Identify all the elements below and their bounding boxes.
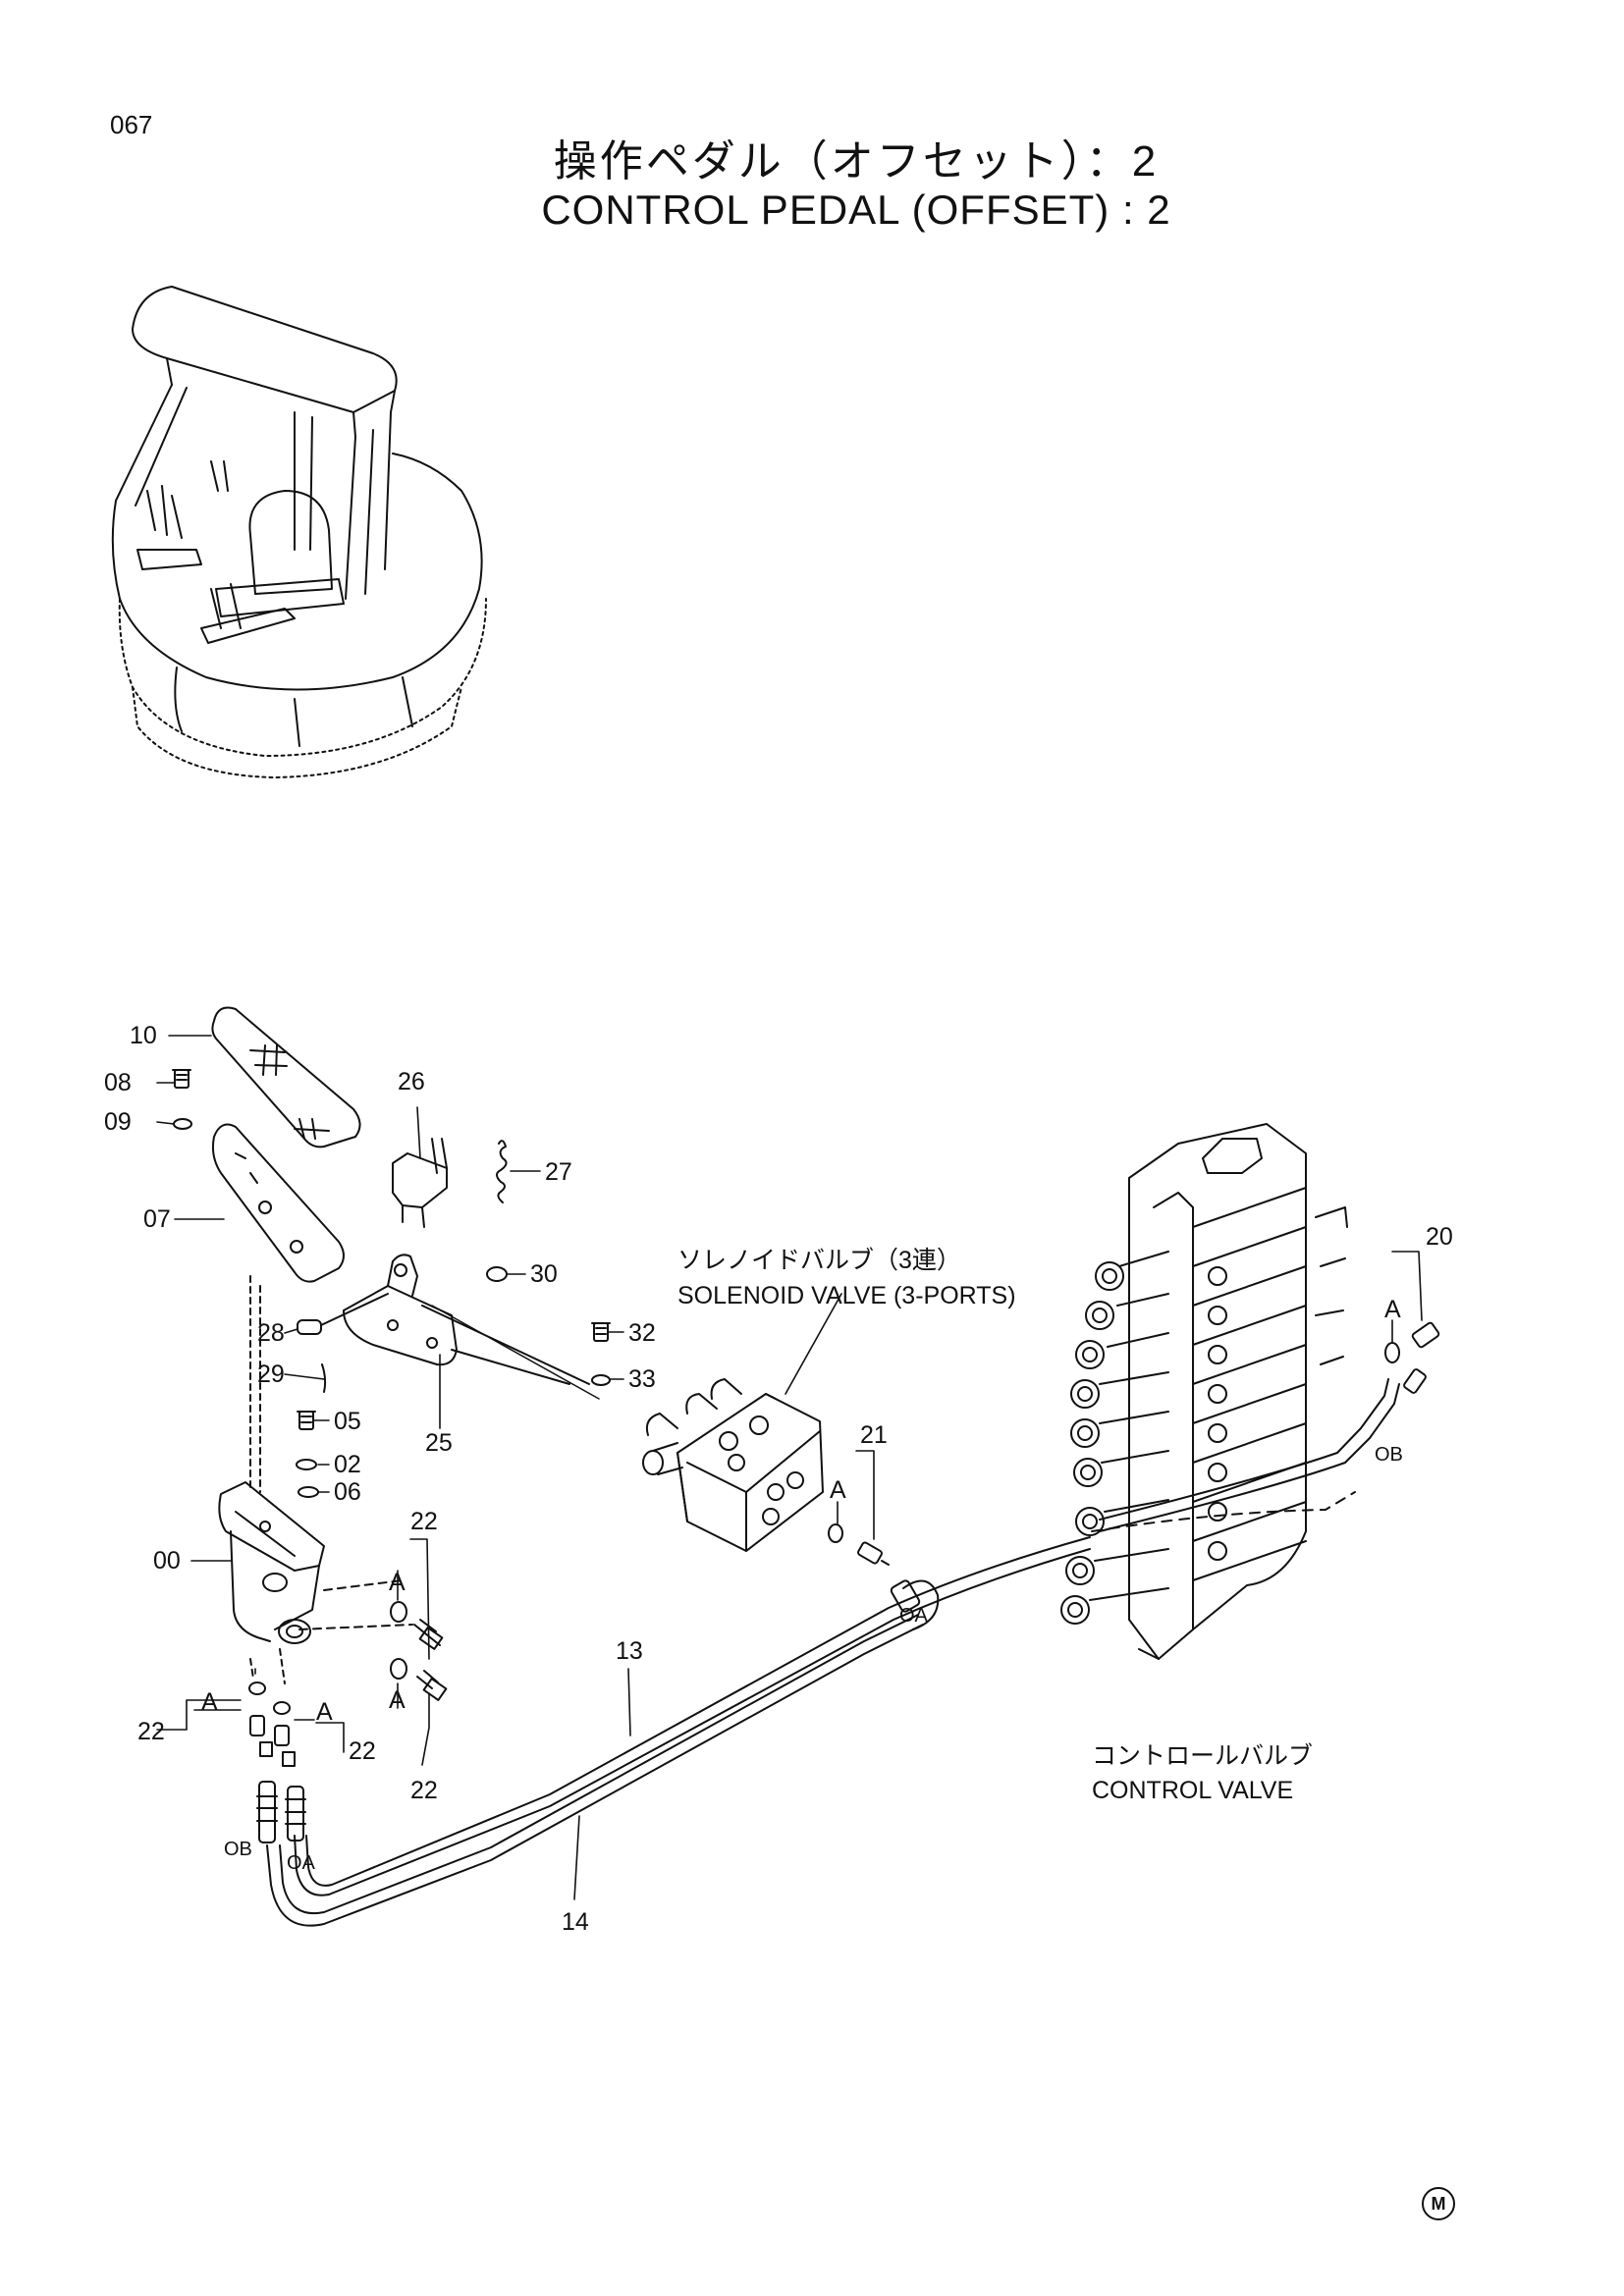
control-valve-label-en: CONTROL VALVE xyxy=(1092,1777,1293,1804)
solenoid-valve-illustration xyxy=(642,1378,890,1566)
solenoid-valve-label-jp: ソレノイドバルブ（3連） xyxy=(677,1247,961,1274)
callout-09: 09 xyxy=(104,1108,132,1136)
callout-labels: 10 08 09 07 26 27 30 28 29 25 32 33 05 0… xyxy=(104,1022,1453,1936)
port-ob-pedal: OB xyxy=(224,1839,252,1860)
port-a-right: A xyxy=(316,1698,333,1726)
port-a-solenoid: A xyxy=(830,1476,846,1504)
callout-00: 00 xyxy=(153,1547,181,1575)
callout-21: 21 xyxy=(860,1421,888,1449)
callout-25: 25 xyxy=(425,1429,453,1457)
port-a-lower: A xyxy=(389,1686,406,1714)
solenoid-valve-label-en: SOLENOID VALVE (3-PORTS) xyxy=(677,1282,1016,1309)
control-valve-illustration xyxy=(1060,1123,1440,1660)
callout-28: 28 xyxy=(257,1319,285,1347)
leader-lines xyxy=(156,1035,1423,1900)
hoses xyxy=(256,1378,1400,1927)
callout-08: 08 xyxy=(104,1069,132,1096)
callout-22-upper: 22 xyxy=(410,1508,438,1535)
port-marker-lines xyxy=(193,1319,1393,1721)
callout-06: 06 xyxy=(334,1478,361,1506)
component-captions: ソレノイドバルブ（3連） SOLENOID VALVE (3-PORTS) コン… xyxy=(677,1247,1313,1804)
callout-07: 07 xyxy=(143,1205,171,1233)
callout-22-right: 22 xyxy=(349,1737,376,1765)
fittings-22 xyxy=(248,1601,448,1767)
callout-22-lower: 22 xyxy=(410,1777,438,1804)
callout-26: 26 xyxy=(398,1068,425,1095)
port-oa-hose: OA xyxy=(899,1605,929,1627)
callout-13: 13 xyxy=(616,1637,643,1665)
corner-mark: M xyxy=(1422,2187,1455,2220)
control-valve-label-jp: コントロールバルブ xyxy=(1092,1742,1313,1770)
callout-33: 33 xyxy=(628,1365,656,1393)
callout-27: 27 xyxy=(545,1158,572,1186)
port-ob-control-valve: OB xyxy=(1375,1444,1403,1466)
port-labels: A A A A A A OB OA OB OA xyxy=(201,1296,1403,1874)
port-a-upper: A xyxy=(389,1569,406,1596)
callout-05: 05 xyxy=(334,1408,361,1435)
page-number: 067 xyxy=(110,110,153,139)
pedal-assembly xyxy=(172,1006,611,1684)
port-a-left: A xyxy=(201,1688,218,1716)
callout-30: 30 xyxy=(530,1260,558,1288)
callout-02: 02 xyxy=(334,1451,361,1478)
port-oa-pedal: OA xyxy=(287,1852,316,1874)
control-valve-spools xyxy=(1060,1206,1348,1625)
callout-14: 14 xyxy=(562,1908,589,1936)
callout-32: 32 xyxy=(628,1319,656,1347)
callout-22-left: 22 xyxy=(137,1718,165,1745)
callout-20: 20 xyxy=(1426,1223,1453,1251)
callout-10: 10 xyxy=(130,1022,157,1049)
machine-overview-illustration xyxy=(111,286,487,778)
callout-29: 29 xyxy=(257,1361,285,1388)
title-japanese: 操作ペダル（オフセット）：2 xyxy=(553,137,1160,186)
title-english: CONTROL PEDAL (OFFSET) : 2 xyxy=(541,187,1171,233)
port-a-control-valve: A xyxy=(1384,1296,1401,1323)
